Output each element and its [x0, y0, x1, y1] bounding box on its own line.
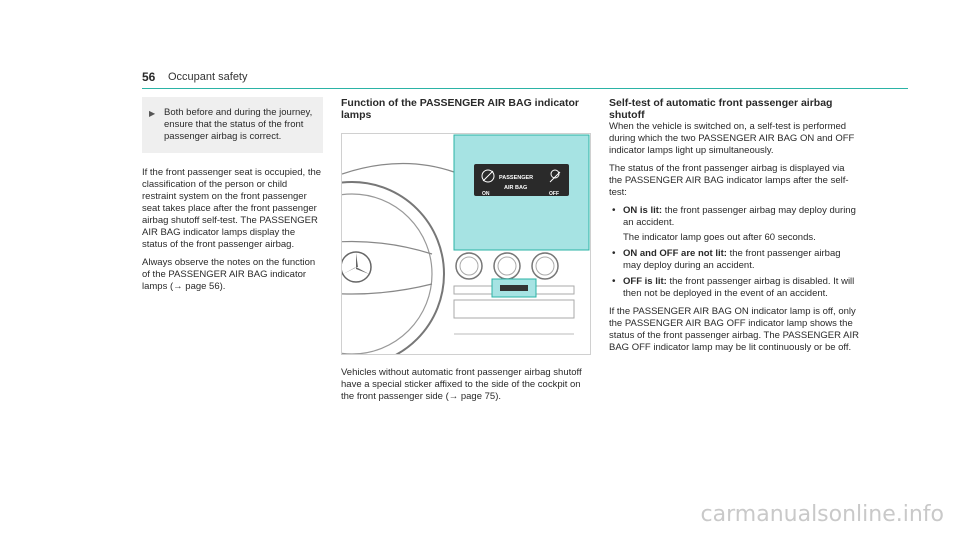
cockpit-drawing: [342, 134, 590, 354]
page-header: 56 Occupant safety: [142, 70, 908, 88]
paragraph: Always observe the notes on the function…: [142, 257, 316, 292]
figure-caption: Vehicles without automatic front passeng…: [341, 367, 582, 402]
panel-on-label: ON: [482, 191, 490, 197]
paragraph: When the vehicle is switched on, a self-…: [609, 121, 855, 156]
panel-passenger-label: PASSENGER: [499, 175, 534, 181]
bullet-icon: •: [612, 276, 616, 287]
list-item: • ON and OFF are not lit: the front pass…: [612, 248, 841, 271]
cockpit-illustration: ON PASSENGER AIR BAG OFF: [341, 133, 591, 355]
column-middle: Function of the PASSENGER AIR BAG indica…: [341, 97, 591, 409]
list-item: • OFF is lit: the front passenger airbag…: [612, 276, 855, 299]
note-box: ▶ Both before and during the journey, en…: [142, 97, 323, 153]
column-left: ▶ Both before and during the journey, en…: [142, 97, 323, 299]
list-item: • ON is lit: the front passenger airbag …: [612, 205, 856, 243]
note-text: Both before and during the journey, ensu…: [164, 107, 313, 142]
section-heading: Function of the PASSENGER AIR BAG indica…: [341, 97, 580, 121]
section-heading: Self-test of automatic front passenger a…: [609, 97, 833, 121]
column-right: Self-test of automatic front passenger a…: [609, 97, 859, 360]
bullet-icon: •: [612, 248, 616, 259]
triangle-right-icon: ▶: [149, 109, 156, 118]
page-number: 56: [142, 70, 156, 84]
bullet-icon: •: [612, 205, 616, 216]
header-rule: [142, 88, 908, 89]
status-list: • ON is lit: the front passenger airbag …: [609, 205, 859, 300]
panel-airbag-label: AIR BAG: [504, 185, 528, 191]
chapter-title: Occupant safety: [168, 71, 248, 83]
paragraph: If the front passenger seat is occupied,…: [142, 167, 322, 250]
watermark: carmanualsonline.info: [700, 502, 944, 527]
panel-off-label: OFF: [549, 191, 559, 197]
paragraph: If the PASSENGER AIR BAG ON indicator la…: [609, 306, 859, 353]
paragraph: The status of the front passenger airbag…: [609, 163, 849, 198]
